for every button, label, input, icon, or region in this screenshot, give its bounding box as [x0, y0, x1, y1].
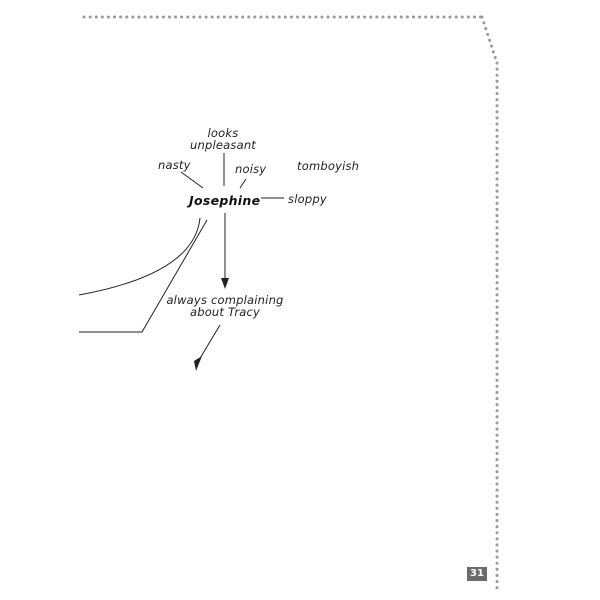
arrowhead-down — [221, 278, 229, 289]
spoke-nasty — [180, 171, 204, 189]
attribute-nasty: nasty — [158, 158, 191, 172]
spoke-noisy — [239, 178, 247, 189]
page-number: 31 — [467, 567, 487, 581]
attribute-looks-unpleasant: looks unpleasant — [187, 127, 259, 151]
consequence-text: always complaining about Tracy — [160, 294, 290, 318]
consequence-line2: about Tracy — [189, 305, 261, 319]
consequence-line1: always complaining — [166, 293, 284, 307]
connector-curve-left — [78, 217, 201, 296]
connector-angle-left — [79, 219, 208, 333]
arrow-onward — [198, 324, 221, 361]
attribute-looks-line1: looks — [207, 126, 239, 140]
border-corner-dots — [480, 15, 499, 65]
attribute-noisy: noisy — [235, 162, 267, 176]
attribute-sloppy: sloppy — [288, 192, 327, 206]
attribute-looks-line2: unpleasant — [189, 138, 257, 152]
attribute-tomboyish: tomboyish — [297, 159, 360, 173]
arrowhead-onward — [194, 356, 202, 371]
center-name: Josephine — [189, 193, 261, 208]
